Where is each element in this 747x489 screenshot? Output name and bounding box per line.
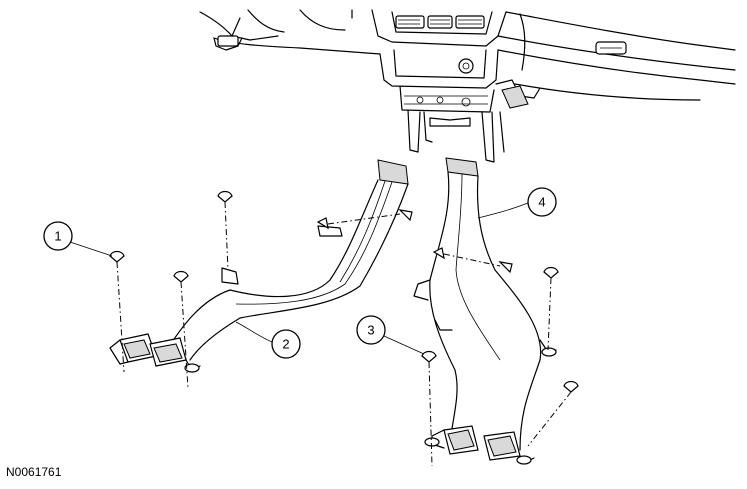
- callout-3: 3: [356, 315, 425, 355]
- callout-1: 1: [43, 221, 113, 257]
- fasteners: [109, 190, 579, 467]
- callout-4-label: 4: [538, 195, 545, 210]
- callout-2-label: 2: [282, 337, 289, 352]
- callout-2: 2: [235, 321, 301, 359]
- left-floor-duct: [109, 159, 409, 373]
- callout-4: 4: [477, 187, 557, 219]
- figure-id-label: N0061761: [6, 465, 62, 479]
- instrument-panel: [199, 9, 736, 163]
- callout-1-label: 1: [54, 229, 61, 244]
- right-floor-duct: [413, 157, 557, 465]
- callout-3-label: 3: [367, 323, 374, 338]
